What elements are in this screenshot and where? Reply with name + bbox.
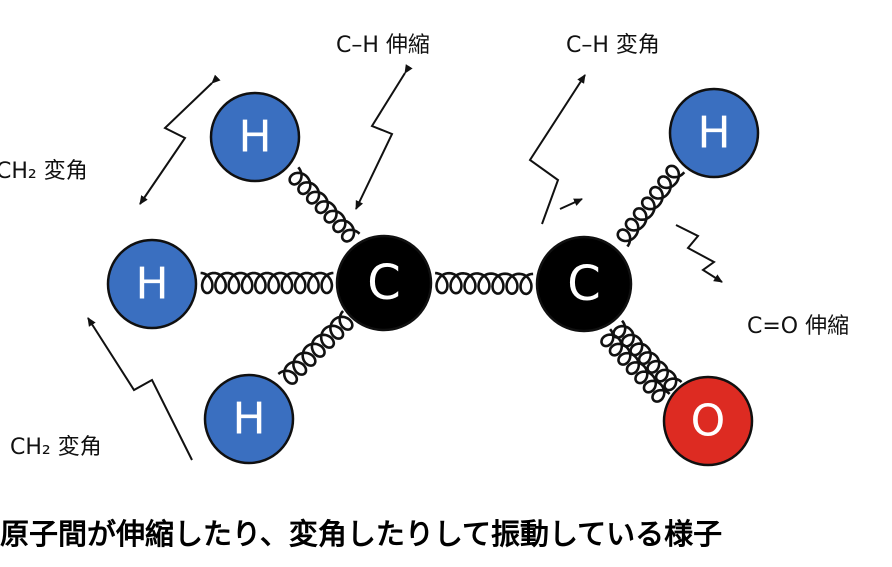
- bond-spring-c-h-bottom: [277, 310, 354, 385]
- bond-springs: [200, 164, 686, 403]
- bond-spring-c-h-right: [616, 164, 686, 248]
- ch-stretch-label: C–H 伸縮: [336, 33, 430, 58]
- bond-spring-c-h-left: [200, 271, 334, 295]
- hydrogen-atom-bottom: H: [203, 373, 295, 465]
- vibration-arrows: [87, 64, 723, 461]
- ch2-bend-lower-label: CH₂ 変角: [10, 435, 102, 460]
- ch2-bend-lower-arrow: [87, 317, 193, 461]
- atom-label: C: [567, 256, 601, 312]
- atoms: H H H H C C O: [106, 87, 760, 467]
- carbon-atom-right: C: [535, 235, 633, 333]
- atom-label: H: [238, 112, 271, 163]
- caption: 原子間が伸縮したり、変角したりして振動している様子: [0, 517, 722, 551]
- hydrogen-atom-right: H: [668, 87, 760, 179]
- carbon-atom-left: C: [335, 234, 433, 332]
- ch-bend-arrow-branch: [559, 198, 583, 210]
- atom-label: O: [691, 396, 726, 447]
- co-stretch-arrow: [675, 224, 723, 283]
- bond-spring-c-o-lower: [600, 328, 671, 403]
- ch2-bend-upper-label: CH₂ 変角: [0, 159, 88, 184]
- hydrogen-atom-left: H: [106, 238, 198, 330]
- bond-spring-c-c: [435, 271, 534, 296]
- atom-label: H: [697, 108, 730, 159]
- ch-stretch-arrow: [355, 64, 413, 210]
- atom-label: H: [135, 259, 168, 310]
- atom-label: C: [367, 255, 401, 311]
- hydrogen-atom-top: H: [209, 91, 301, 183]
- bond-spring-c-o-upper: [612, 319, 683, 392]
- ch-bend-arrow: [528, 74, 586, 225]
- atom-label: H: [232, 394, 265, 445]
- co-stretch-label: C=O 伸縮: [747, 314, 849, 339]
- oxygen-atom: O: [662, 375, 754, 467]
- bond-spring-c-h-top: [288, 166, 361, 243]
- ch2-bend-upper-arrow: [139, 74, 221, 205]
- ch-bend-label: C–H 変角: [566, 33, 660, 58]
